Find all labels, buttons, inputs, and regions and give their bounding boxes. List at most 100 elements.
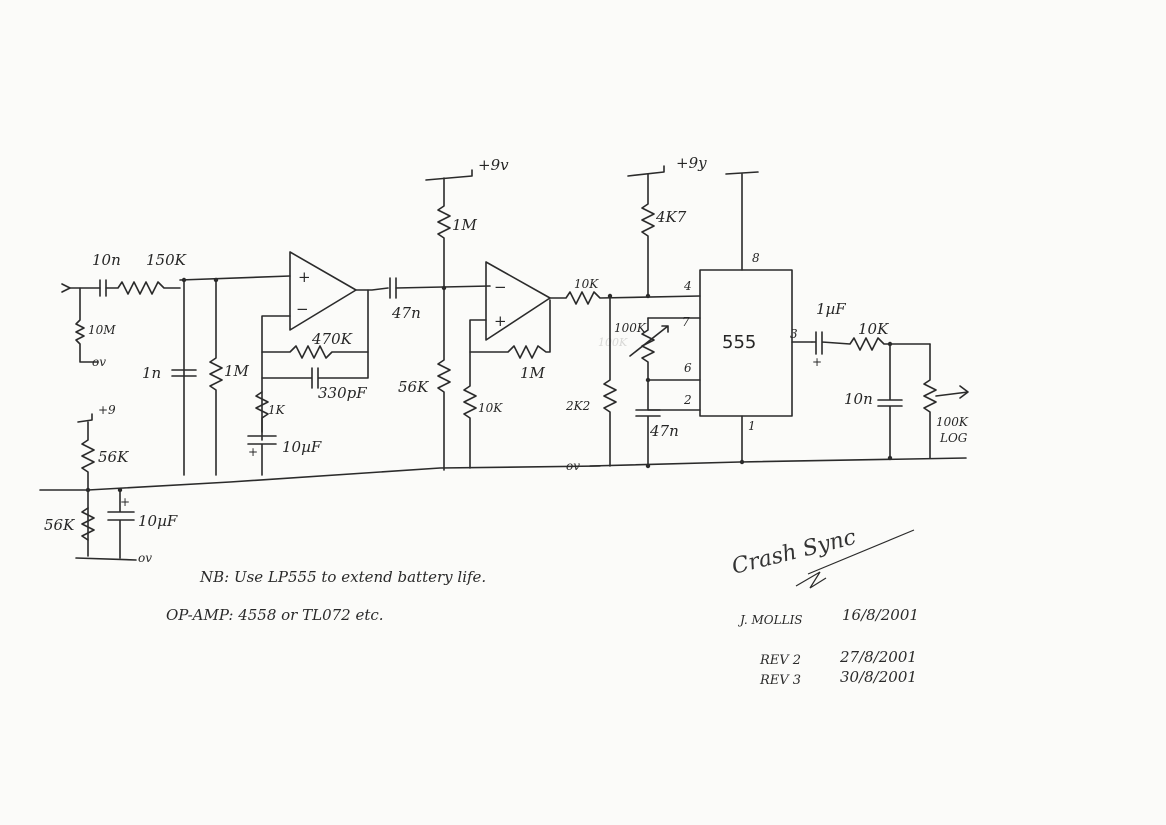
label-gnd-b: ov <box>566 459 580 473</box>
bias-network: +9 56K 56K + 10µF ov <box>39 403 601 565</box>
junction-dots <box>85 277 893 493</box>
capacitor-1n <box>171 369 197 377</box>
junction-dot <box>887 455 893 461</box>
resistor-150k <box>105 281 181 295</box>
junction-dot <box>887 341 893 347</box>
label-r-56k-a: 56K <box>98 448 129 466</box>
capacitor-10n-out <box>877 343 903 459</box>
author-name: J. MOLLIS <box>737 613 803 627</box>
label-r-1m-top: 1M <box>452 216 478 234</box>
opamp-1: + − 470K 330pF 1K + 10µF <box>247 251 369 476</box>
label-c-47n-a: 47n <box>391 304 421 322</box>
wire-opamp1-out <box>355 287 389 291</box>
resistor-1m-top <box>437 177 451 289</box>
title-lightning-icon <box>795 571 827 589</box>
label-c-10uf-a: 10µF <box>282 438 322 456</box>
resistor-56k-a <box>81 421 95 557</box>
label-r-4k7: 4K7 <box>655 208 687 226</box>
label-c-330pf: 330pF <box>318 384 367 402</box>
junction-dot <box>181 277 187 283</box>
junction-dot <box>117 487 123 493</box>
resistor-1m-feedback-2 <box>469 299 551 359</box>
label-r-1m-a: 1M <box>224 362 250 380</box>
label-r-in-gnd: 10M <box>88 323 116 337</box>
cap-a-plus: + <box>248 445 258 459</box>
title-underline <box>807 529 915 575</box>
rail-9-bias <box>77 413 93 423</box>
label-pot-100k: 100K <box>936 415 969 429</box>
resistor-2k2 <box>603 295 617 467</box>
pin6: 6 <box>684 361 692 375</box>
note-nb: NB: Use LP555 to extend battery life. <box>199 568 486 586</box>
resistor-56k-b <box>81 507 95 541</box>
junction-dot <box>645 463 651 469</box>
resistor-1m-bias <box>209 279 223 476</box>
label-v9-bias: +9 <box>98 403 116 417</box>
capacitor-330pf-feedback <box>261 351 369 389</box>
junction-dot <box>645 377 651 383</box>
output-stage: + 1µF 10K 10n 100K LOG <box>811 300 969 459</box>
resistor-470k-feedback <box>261 289 369 359</box>
label-r-1m-fb: 1M <box>520 364 546 382</box>
note-opamp: OP-AMP: 4558 or TL072 etc. <box>166 606 384 624</box>
chip-555-label: 555 <box>722 332 756 353</box>
label-r-56k-mid: 56K <box>398 378 429 396</box>
rail-9v-b-right <box>725 171 759 175</box>
label-c-47n-b: 47n <box>649 422 679 440</box>
capacitor-47n-a <box>389 277 397 299</box>
label-r-2k2: 2K2 <box>565 399 590 413</box>
variable-arrow-icon <box>629 325 669 357</box>
resistor-10k-b <box>463 351 477 469</box>
label-r-100k: 100K <box>614 321 647 335</box>
label-r-56k-b: 56K <box>44 516 75 534</box>
label-r-470k: 470K <box>311 330 353 348</box>
rev2-label: REV 2 <box>759 653 801 668</box>
wire-to-opamp1-plus <box>179 275 291 281</box>
input-capacitor-10n <box>99 279 107 297</box>
capacitor-10uf-b <box>107 489 135 559</box>
bias-rail-wire <box>39 465 601 491</box>
junction-dot <box>645 293 651 299</box>
pin1: 1 <box>748 419 756 433</box>
opamp-2-triangle <box>485 261 551 341</box>
resistor-10k-c <box>549 291 701 305</box>
label-r-1k: 1K <box>268 403 286 417</box>
label-c-1n: 1n <box>142 364 161 382</box>
rail-9v-a <box>425 169 473 181</box>
pin3: 3 <box>790 327 798 341</box>
resistor-56k-mid <box>437 287 451 471</box>
label-v9-a: +9v <box>478 156 509 174</box>
opamp-1-plus: + <box>298 268 311 286</box>
pin2-wire <box>647 379 701 411</box>
label-r-100k-ghost: 100K <box>598 336 628 349</box>
junction-dot <box>213 277 219 283</box>
label-c-1uf: 1µF <box>816 300 846 318</box>
label-r-10k-b: 10K <box>478 401 503 415</box>
label-gnd-bias: ov <box>138 551 152 565</box>
rail-9v-b <box>627 165 665 177</box>
junction-dot <box>441 285 447 291</box>
label-c-in: 10n <box>92 251 121 269</box>
label-gnd-in: ov <box>92 355 106 369</box>
rev2-date: 27/8/2001 <box>839 648 917 666</box>
opamp-1-minus: − <box>296 300 309 318</box>
pin2: 2 <box>683 393 692 407</box>
cap-b-plus: + <box>120 495 130 509</box>
label-pot-log: LOG <box>939 431 968 445</box>
output-arrow-icon <box>935 385 969 399</box>
capacitor-10uf-a <box>247 435 277 476</box>
opamp-2-plus: + <box>494 312 507 330</box>
pin8: 8 <box>752 251 760 265</box>
pin4: 4 <box>683 279 692 293</box>
title-block: Crash Sync J. MOLLIS 16/8/2001 REV 2 27/… <box>729 525 919 688</box>
rev3-date: 30/8/2001 <box>840 668 917 686</box>
junction-dot <box>607 293 613 299</box>
potentiometer-100k-log <box>923 343 937 459</box>
label-r-in: 150K <box>146 251 187 269</box>
junction-dot <box>85 487 91 493</box>
label-c-10n-out: 10n <box>844 390 873 408</box>
capacitor-1uf-resistor-10k <box>811 331 931 355</box>
resistor-10m-to-ground <box>75 287 99 363</box>
opamp-2-minus: − <box>494 278 507 296</box>
